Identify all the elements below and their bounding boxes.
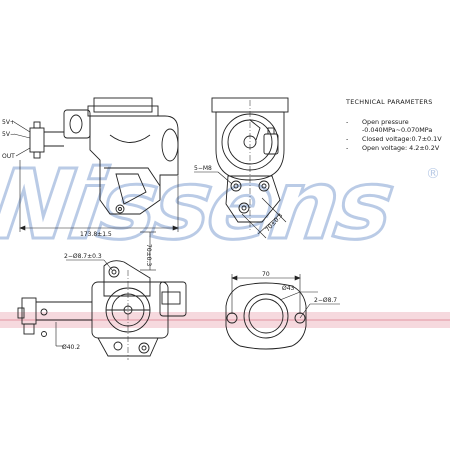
vert-dimension bbox=[140, 231, 156, 271]
label-out: OUT bbox=[2, 153, 15, 160]
watermark-text: Nissens bbox=[0, 148, 399, 260]
valve-top-view bbox=[17, 260, 187, 360]
param-dash: - bbox=[346, 118, 349, 126]
hole-leader bbox=[66, 259, 113, 271]
label-length: 173.8±1.5 bbox=[80, 231, 112, 238]
label-flange-holes: 2−Ø8.7 bbox=[314, 297, 337, 304]
valve-side-view bbox=[29, 97, 179, 215]
param-text: Open voltage: 4.2±0.2V bbox=[362, 144, 440, 152]
label-vert-70: 70±0.3 bbox=[145, 244, 152, 266]
label-flange-bore: Ø43 bbox=[282, 285, 295, 292]
watermark-registered: ® bbox=[426, 166, 440, 182]
label-bore: Ø40.2 bbox=[62, 344, 80, 351]
nissens-watermark: Nissens ® bbox=[0, 147, 440, 262]
flange-bore-dimension bbox=[279, 291, 340, 319]
pin-leader-lines bbox=[13, 121, 31, 157]
param-text: -0.040MPa~0.070MPa bbox=[362, 126, 433, 134]
flange-view bbox=[225, 282, 307, 350]
technical-parameters-title: TECHNICAL PARAMETERS bbox=[346, 98, 433, 106]
param-dash: - bbox=[346, 144, 349, 152]
technical-parameter-row: - Open voltage: 4.2±0.2V bbox=[346, 144, 439, 152]
label-flange-width: 70 bbox=[262, 271, 270, 278]
thread-leader bbox=[194, 171, 233, 185]
param-text: Closed voltage:0.7±0.1V bbox=[362, 135, 442, 143]
param-text: Open pressure bbox=[362, 118, 409, 126]
technical-parameter-row: - Closed voltage:0.7±0.1V bbox=[346, 135, 442, 143]
length-dimension bbox=[19, 160, 179, 232]
technical-parameter-row: -0.040MPa~0.070MPa bbox=[346, 126, 432, 134]
label-5v-minus: 5V− bbox=[2, 131, 15, 138]
label-5v-plus: 5V+ bbox=[2, 119, 15, 126]
technical-parameter-row: - Open pressure bbox=[346, 118, 409, 126]
diag-dimension bbox=[241, 197, 287, 239]
label-hole-pair: 2−Ø8.7±0.3 bbox=[64, 253, 102, 260]
valve-end-view bbox=[211, 97, 289, 230]
bore-dimension bbox=[55, 322, 64, 347]
label-thread: 5−M8 bbox=[194, 165, 212, 172]
flange-width-dimension bbox=[231, 274, 301, 314]
param-dash: - bbox=[346, 135, 349, 143]
